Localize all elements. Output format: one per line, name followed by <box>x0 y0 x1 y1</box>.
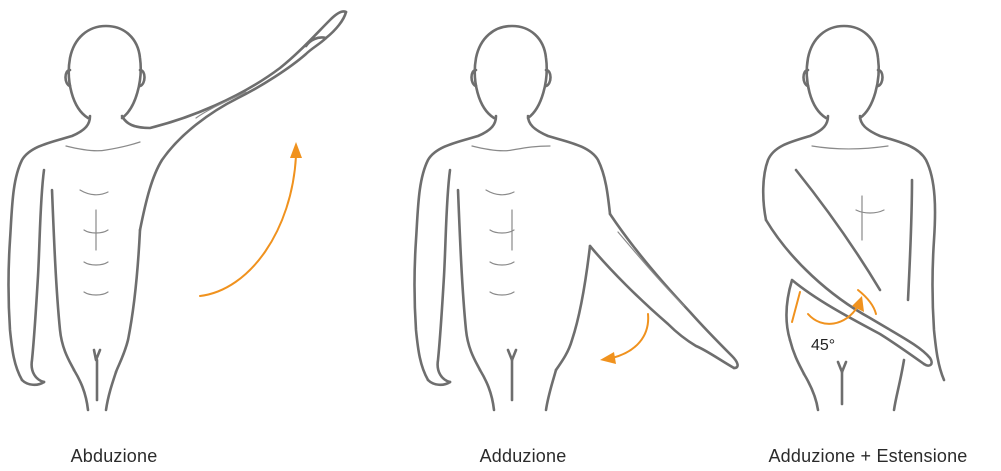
caption-adduction-extension: Adduzione + Estensione <box>768 446 967 467</box>
head-outline <box>807 26 879 118</box>
angle-label: 45° <box>811 337 835 354</box>
figure-adduction <box>415 26 738 410</box>
curved-down-arrow-icon <box>600 314 648 364</box>
head-outline <box>475 26 547 118</box>
head-outline <box>69 26 141 118</box>
raised-arm-outline <box>122 11 346 128</box>
figure-abduction <box>9 11 347 410</box>
caption-abduction: Abduzione <box>71 446 158 467</box>
left-body-outline <box>9 116 91 380</box>
figure-adduction-extension: 45° <box>763 26 944 410</box>
curved-up-arrow-icon <box>200 142 302 296</box>
caption-adduction: Adduzione <box>480 446 567 467</box>
